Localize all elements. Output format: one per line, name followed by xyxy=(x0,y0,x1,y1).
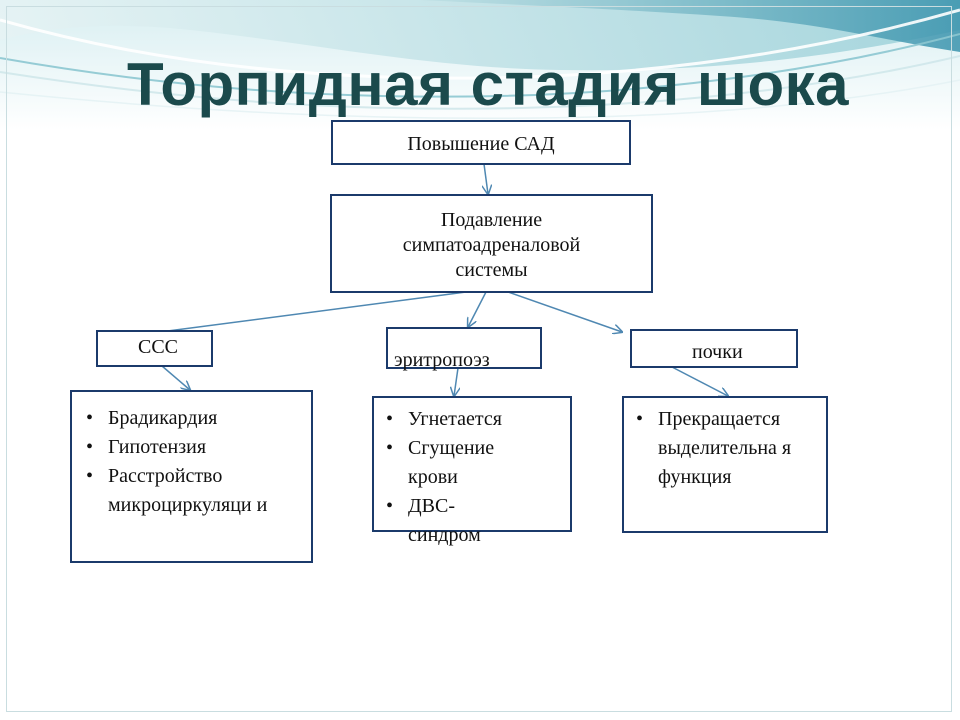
node-sss: ССС xyxy=(96,330,213,367)
list-kidneys-item-1: Прекращается выделительна я функция xyxy=(624,405,820,492)
list-sss: Брадикардия Гипотензия Расстройство микр… xyxy=(74,404,314,520)
arrow-sas-to-erythro xyxy=(468,291,487,327)
node-sad-increase: Повышение САД xyxy=(331,120,631,165)
node-erythropoiesis-label: эритропоэз xyxy=(394,349,490,371)
list-kidneys: Прекращается выделительна я функция xyxy=(624,405,820,492)
list-erythropoiesis: Угнетается Сгущение крови ДВС-синдром xyxy=(374,405,524,550)
node-kidneys: почки xyxy=(630,329,798,368)
node-sss-label: ССС xyxy=(138,336,179,358)
node-erythropoiesis: эритропоэз xyxy=(386,327,542,371)
node-sad-increase-label: Повышение САД xyxy=(407,133,555,155)
node-kidneys-label: почки xyxy=(692,341,743,363)
node-sympathoadrenal-suppression: Подавление симпатоадреналовой системы xyxy=(330,194,653,293)
node-sas-line-3: системы xyxy=(455,259,528,281)
node-sas-line-1: Подавление xyxy=(440,209,543,231)
list-sss-item-3: Расстройство микроциркуляци и xyxy=(74,462,314,520)
list-erythro-item-1: Угнетается xyxy=(374,405,524,434)
line-sas-to-sss xyxy=(159,291,467,333)
list-sss-item-1: Брадикардия xyxy=(74,404,314,433)
arrow-kidneys-to-list xyxy=(671,366,728,396)
arrow-sas-to-kidneys xyxy=(507,291,622,332)
list-sss-item-2: Гипотензия xyxy=(74,433,314,462)
list-erythro-item-3: ДВС-синдром xyxy=(374,492,524,550)
list-erythro-item-2: Сгущение крови xyxy=(374,434,524,492)
node-sas-line-2: симпатоадреналовой xyxy=(402,234,581,256)
header-wave-decoration xyxy=(0,0,960,130)
arrow-erythro-to-list xyxy=(454,367,458,396)
slide-title: Торпидная стадия шока xyxy=(126,51,849,118)
arrow-sss-to-list xyxy=(161,365,190,390)
arrow-sad-to-sas xyxy=(484,163,488,194)
